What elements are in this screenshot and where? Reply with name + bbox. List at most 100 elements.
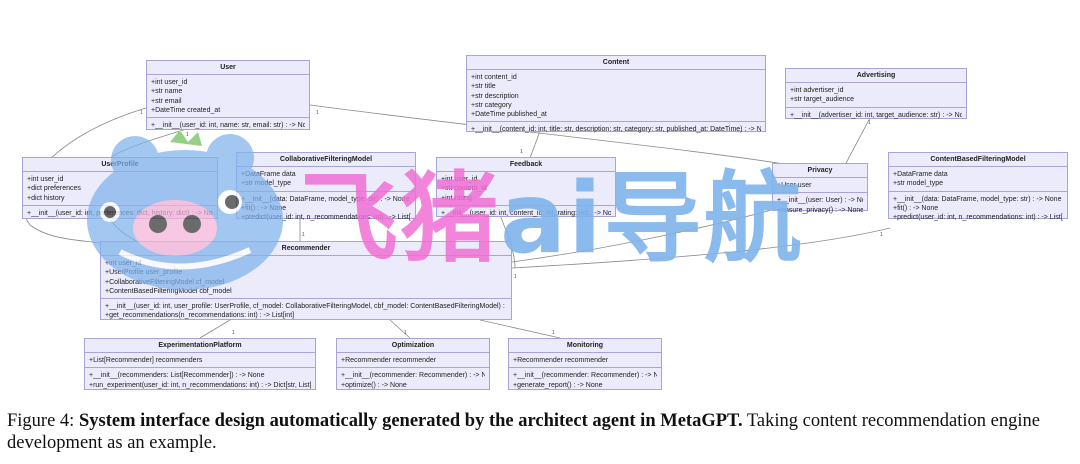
method: +__init__(user_id: int, name: str, email… — [151, 122, 305, 130]
method: +__init__(recommender: Recommender) : ->… — [341, 372, 485, 380]
mult-label: 1 — [232, 330, 235, 336]
caption-label: Figure 4: — [7, 411, 79, 431]
class-attributes: +List[Recommender] recommenders — [85, 353, 315, 369]
method: +fit() : -> None — [893, 204, 939, 212]
class-title: ExperimentationPlatform — [85, 339, 315, 353]
class-attributes: +int user_id +UserProfile user_profile +… — [101, 256, 511, 300]
class-attributes: +User user — [773, 178, 867, 194]
class-attributes: +int user_id +str name +str email +DateT… — [147, 75, 309, 119]
class-title: ContentBasedFilteringModel — [889, 153, 1067, 167]
class-title: Advertising — [786, 69, 966, 83]
attribute: +ContentBasedFilteringModel cbf_model — [105, 287, 232, 295]
class-content-based-filtering-model: ContentBasedFilteringModel +DataFrame da… — [888, 152, 1068, 221]
attribute: +str category — [471, 101, 512, 109]
mult-label: 1 — [302, 232, 305, 238]
class-attributes: +Recommender recommender — [337, 353, 489, 369]
mult-label: 1 — [186, 132, 189, 138]
attribute: +str email — [151, 97, 182, 105]
method: +__init__(user_id: int, content_id: int,… — [441, 209, 611, 217]
class-title: Feedback — [437, 158, 615, 172]
method: +ensure_privacy() : -> None — [777, 206, 863, 214]
class-diagram: 1 1 1 1 1 1 1 1 1 1 1 User +int user_id … — [22, 55, 1068, 392]
attribute: +List[Recommender] recommenders — [89, 357, 203, 364]
class-attributes: +int advertiser_id +str target_audience — [786, 83, 966, 108]
class-title: Privacy — [773, 164, 867, 178]
method: +run_experiment(user_id: int, n_recommen… — [89, 381, 311, 389]
figure-caption: Figure 4: System interface design automa… — [7, 410, 1077, 454]
mult-label: 1 — [514, 274, 517, 280]
class-privacy: Privacy +User user +__init__(user: User)… — [772, 163, 868, 214]
attribute: +str model_type — [241, 180, 291, 188]
attribute: +str target_audience — [790, 96, 855, 104]
edge-contentbased-recommender — [511, 227, 891, 269]
attribute: +str title — [471, 83, 496, 91]
class-methods: +__init__(user: User) : -> None +ensure_… — [773, 193, 867, 217]
class-methods: +__init__(user_id: int, user_profile: Us… — [101, 299, 511, 323]
class-attributes: +int user_id +int content_id +int rating — [437, 172, 615, 206]
attribute: +int user_id — [441, 176, 478, 183]
attribute: +dict preferences — [27, 185, 81, 193]
mult-label: 1 — [868, 120, 871, 126]
class-experimentation-platform: ExperimentationPlatform +List[Recommende… — [84, 338, 316, 390]
attribute: +User user — [777, 182, 812, 189]
edge-content-feedback — [529, 130, 541, 159]
attribute: +Recommender recommender — [513, 357, 609, 364]
class-methods: +__init__(advertiser_id: int, target_aud… — [786, 108, 966, 122]
class-attributes: +DataFrame data +str model_type — [237, 167, 415, 192]
attribute: +int user_id — [151, 79, 188, 86]
method: +predict(user_id: int, n_recommendations… — [241, 214, 411, 222]
class-attributes: +DataFrame data +str model_type — [889, 167, 1067, 192]
mult-label: 1 — [316, 110, 319, 116]
class-title: UserProfile — [23, 158, 217, 172]
edge-userprofile-recommender — [109, 219, 141, 244]
attribute: +DateTime created_at — [151, 106, 221, 114]
edge-user-userprofile — [109, 127, 191, 159]
class-methods: +__init__(user_id: int, preferences: dic… — [23, 206, 217, 220]
class-advertising: Advertising +int advertiser_id +str targ… — [785, 68, 967, 119]
attribute: +dict history — [27, 194, 65, 202]
attribute: +DataFrame data — [893, 171, 948, 178]
method: +optimize() : -> None — [341, 381, 407, 389]
attribute: +int advertiser_id — [790, 87, 844, 94]
mult-label: 1 — [520, 149, 523, 155]
edge-privacy-recommender — [511, 204, 791, 263]
class-attributes: +int user_id +dict preferences +dict his… — [23, 172, 217, 206]
attribute: +str description — [471, 92, 519, 100]
class-feedback: Feedback +int user_id +int content_id +i… — [436, 157, 616, 217]
method: +predict(user_id: int, n_recommendations… — [893, 214, 1063, 222]
method: +__init__(recommenders: List[Recommender… — [89, 372, 265, 380]
edge-rec-experiment — [199, 319, 231, 339]
class-recommender: Recommender +int user_id +UserProfile us… — [100, 241, 512, 320]
method: +__init__(advertiser_id: int, target_aud… — [790, 111, 962, 119]
edge-advertising-privacy — [844, 117, 871, 166]
class-methods: +__init__(recommender: Recommender) : ->… — [337, 368, 489, 392]
method: +get_recommendations(n_recommendations: … — [105, 312, 295, 320]
attribute: +int content_id — [441, 185, 487, 193]
attribute: +str model_type — [893, 180, 943, 188]
method: +generate_report() : -> None — [513, 381, 603, 389]
class-methods: +__init__(recommenders: List[Recommender… — [85, 368, 315, 392]
class-attributes: +int content_id +str title +str descript… — [467, 70, 765, 123]
class-collaborative-filtering-model: CollaborativeFilteringModel +DataFrame d… — [236, 152, 416, 221]
class-methods: +__init__(data: DataFrame, model_type: s… — [237, 192, 415, 225]
class-user: User +int user_id +str name +str email +… — [146, 60, 310, 130]
edge-user-privacy — [309, 104, 791, 166]
class-methods: +__init__(data: DataFrame, model_type: s… — [889, 192, 1067, 225]
mult-label: 1 — [404, 330, 407, 336]
attribute: +str name — [151, 88, 183, 96]
method: +__init__(data: DataFrame, model_type: s… — [893, 195, 1062, 203]
attribute: +DateTime published_at — [471, 111, 547, 119]
method: +__init__(data: DataFrame, model_type: s… — [241, 195, 410, 203]
attribute: +int rating — [441, 194, 472, 202]
class-methods: +__init__(recommender: Recommender) : ->… — [509, 368, 661, 392]
class-content: Content +int content_id +str title +str … — [466, 55, 766, 134]
method: +__init__(content_id: int, title: str, d… — [471, 126, 761, 134]
mult-label: 1 — [140, 110, 143, 116]
attribute: +UserProfile user_profile — [105, 269, 183, 277]
method: +__init__(user_id: int, preferences: dic… — [27, 209, 213, 217]
class-title: Recommender — [101, 242, 511, 256]
mult-label: 1 — [552, 330, 555, 336]
attribute: +int content_id — [471, 74, 517, 81]
caption-bold: System interface design automatically ge… — [78, 411, 743, 431]
class-title: Content — [467, 56, 765, 70]
